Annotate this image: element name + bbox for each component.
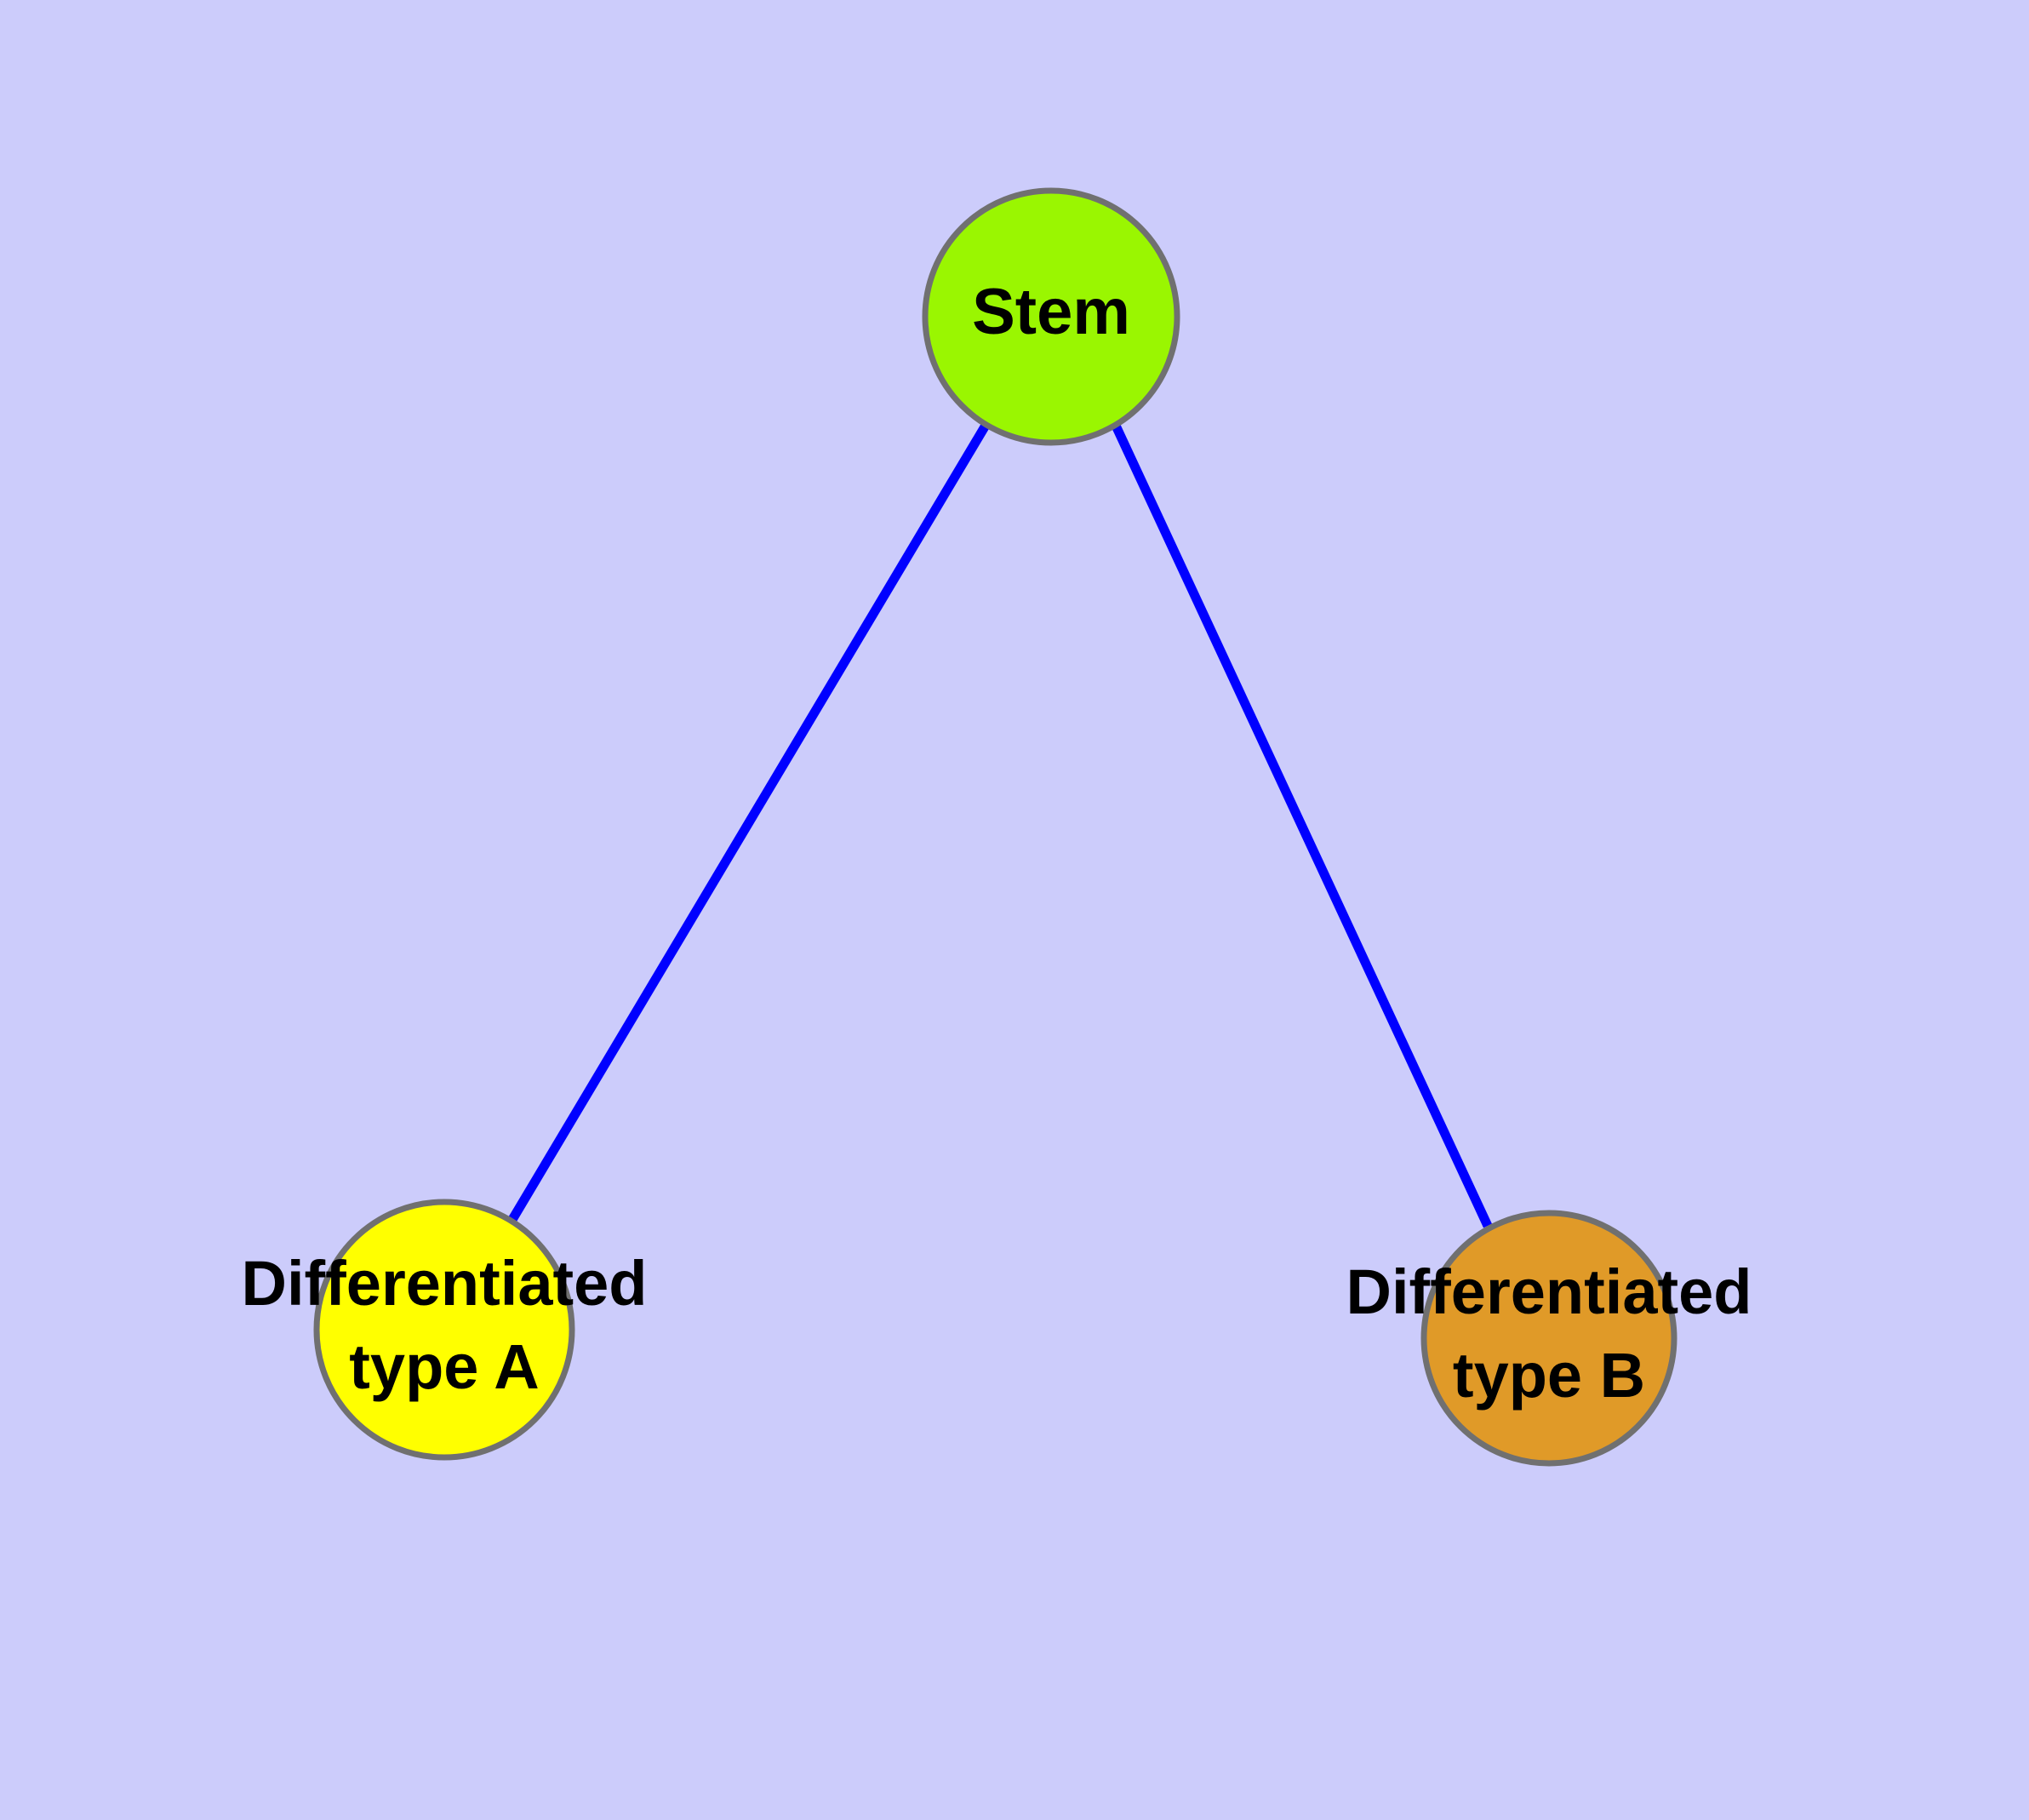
node-circle-diff-b[interactable]: [1420, 1210, 1677, 1467]
node-label-diff-a: Differentiated type A: [242, 1248, 648, 1402]
node-label-line: Stem: [972, 276, 1130, 348]
node-label-line: Differentiated: [242, 1248, 648, 1319]
node-circle-stem[interactable]: [922, 187, 1180, 446]
node-label-stem: Stem: [972, 276, 1130, 348]
edge-stem-to-diff-b[interactable]: [1112, 423, 1492, 1228]
node-circle-diff-a[interactable]: [313, 1199, 575, 1461]
node-diff-a[interactable]: Differentiated type A: [242, 1199, 648, 1461]
edge-stem-to-diff-a[interactable]: [506, 421, 991, 1225]
node-diff-b[interactable]: Differentiated type B: [1346, 1210, 1752, 1467]
node-stem[interactable]: Stem: [922, 187, 1180, 446]
edges-layer: [506, 421, 1492, 1228]
node-label-line: type A: [349, 1331, 539, 1402]
node-label-line: type B: [1453, 1340, 1645, 1411]
node-label-line: Differentiated: [1346, 1256, 1752, 1327]
node-label-diff-b: Differentiated type B: [1346, 1256, 1752, 1411]
